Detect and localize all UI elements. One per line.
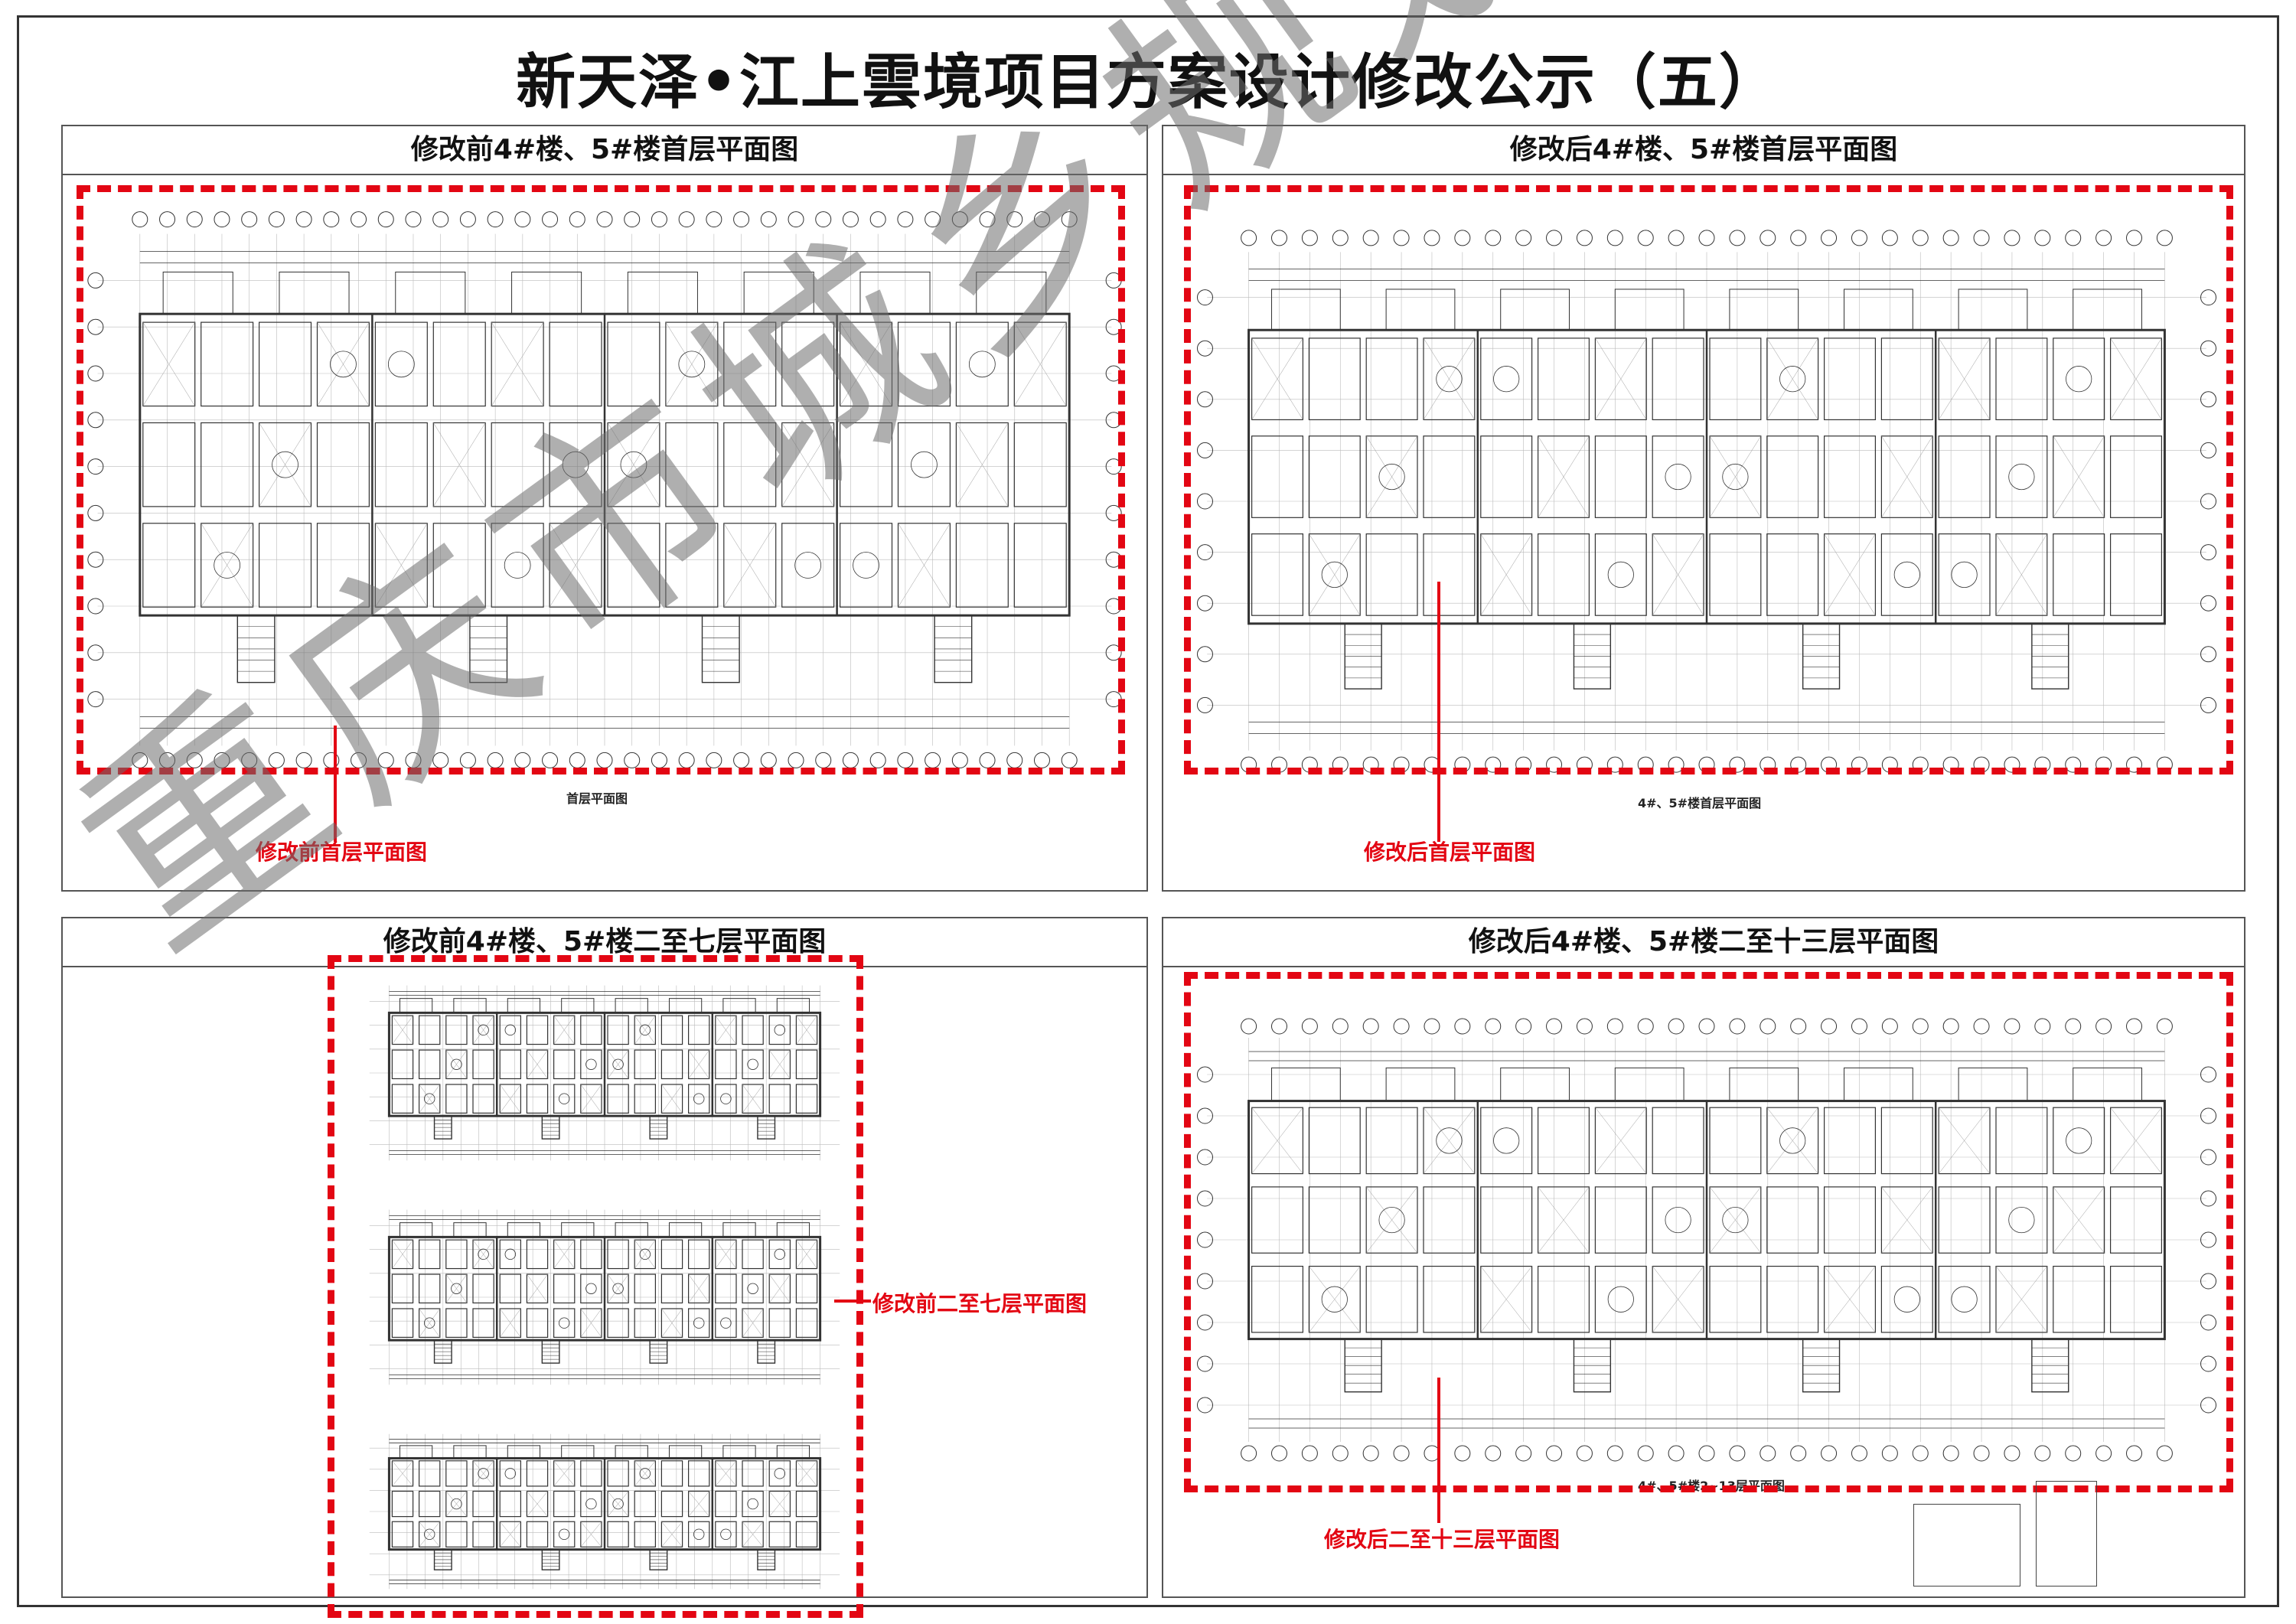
floor-plan-before-upper-3 (360, 1423, 850, 1600)
floor-plan-before-upper-1 (360, 973, 850, 1172)
leader-line-after-ground (1437, 582, 1440, 842)
detail-section (2036, 1481, 2097, 1586)
highlight-box-after-ground (1184, 185, 2233, 774)
plan-drawing (369, 1433, 840, 1590)
floor-plan-after-ground (1186, 218, 2227, 784)
panel-title-before-ground-floor: 修改前4#楼、5#楼首层平面图 (63, 126, 1146, 175)
panel-title-after-upper-floors: 修改后4#楼、5#楼二至十三层平面图 (1163, 918, 2244, 967)
leader-line-after-upper (1437, 1378, 1440, 1523)
plan-drawing (1196, 1018, 2217, 1462)
plan-drawing (1196, 230, 2217, 773)
callout-after-upper: 修改后二至十三层平面图 (1324, 1527, 1561, 1552)
panel-title-before-upper-floors: 修改前4#楼、5#楼二至七层平面图 (63, 918, 1146, 967)
floor-plan-before-upper-2 (360, 1198, 850, 1397)
leader-line-before-upper (834, 1300, 871, 1303)
callout-before-ground: 修改前首层平面图 (256, 840, 428, 865)
leader-line-before-ground (334, 726, 337, 842)
detail-table (1913, 1504, 2020, 1586)
floor-plan-after-upper (1186, 1010, 2227, 1469)
page-title: 新天泽•江上雲境项目方案设计修改公示（五） (516, 48, 1780, 117)
floor-plan-before-ground (77, 199, 1133, 781)
panel-title-after-ground-floor: 修改后4#楼、5#楼首层平面图 (1163, 126, 2244, 175)
highlight-box-before-upper (328, 955, 863, 1618)
plan-caption-after-ground: 4#、5#楼首层平面图 (1638, 796, 1762, 810)
plan-drawing (87, 211, 1122, 768)
highlight-box-after-upper (1184, 972, 2233, 1492)
callout-before-upper: 修改前二至七层平面图 (872, 1291, 1088, 1316)
callout-after-ground: 修改后首层平面图 (1364, 840, 1536, 865)
plan-drawing (369, 985, 840, 1161)
sheet-frame (17, 15, 2279, 1607)
plan-drawing (369, 1209, 840, 1385)
panel-after-upper-floors: 修改后4#楼、5#楼二至十三层平面图 (1162, 917, 2245, 1598)
plan-caption-before-ground: 首层平面图 (566, 791, 628, 806)
highlight-box-before-ground (77, 185, 1125, 774)
